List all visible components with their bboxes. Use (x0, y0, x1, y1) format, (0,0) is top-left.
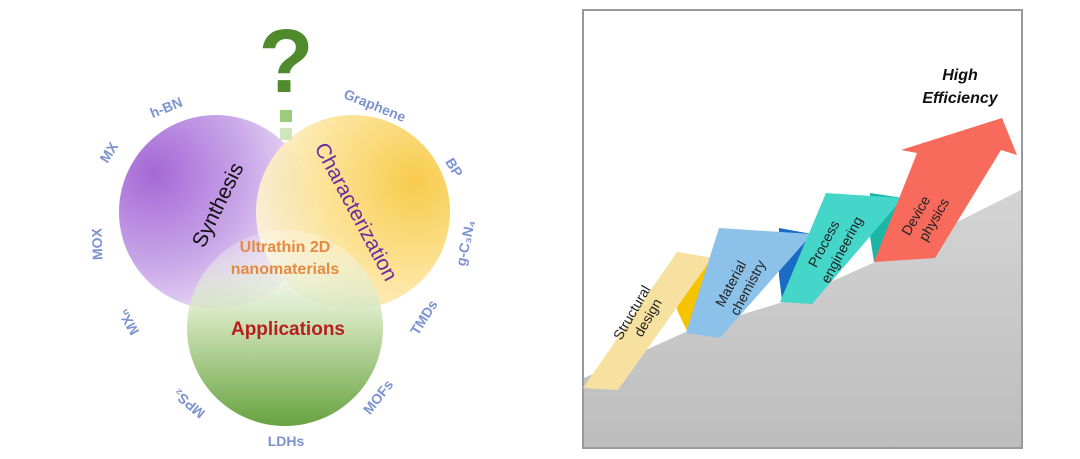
material-label-mps2: MPS₂ (170, 386, 208, 422)
goal-text-line2: Efficiency (922, 90, 998, 107)
material-label-tmds: TMDs (407, 297, 441, 338)
center-text-line2: nanomaterials (231, 261, 340, 278)
material-label-mox: MOX (88, 227, 105, 260)
material-label-ldhs: LDHs (268, 433, 305, 449)
question-mark: ? (259, 12, 314, 112)
question-stem-segment (280, 128, 292, 140)
question-stem-segment (280, 110, 292, 122)
material-label-hbn: h-BN (148, 94, 185, 121)
applications-label: Applications (231, 319, 345, 340)
center-text-line1: Ultrathin 2D (240, 239, 331, 256)
material-label-gcn: g-C₃N₄ (452, 219, 477, 268)
material-label-bp: BP (442, 155, 466, 180)
goal-text-line1: High (942, 67, 978, 84)
material-label-mx: MX (96, 139, 121, 166)
material-label-mxn: MXₙ (115, 307, 142, 338)
